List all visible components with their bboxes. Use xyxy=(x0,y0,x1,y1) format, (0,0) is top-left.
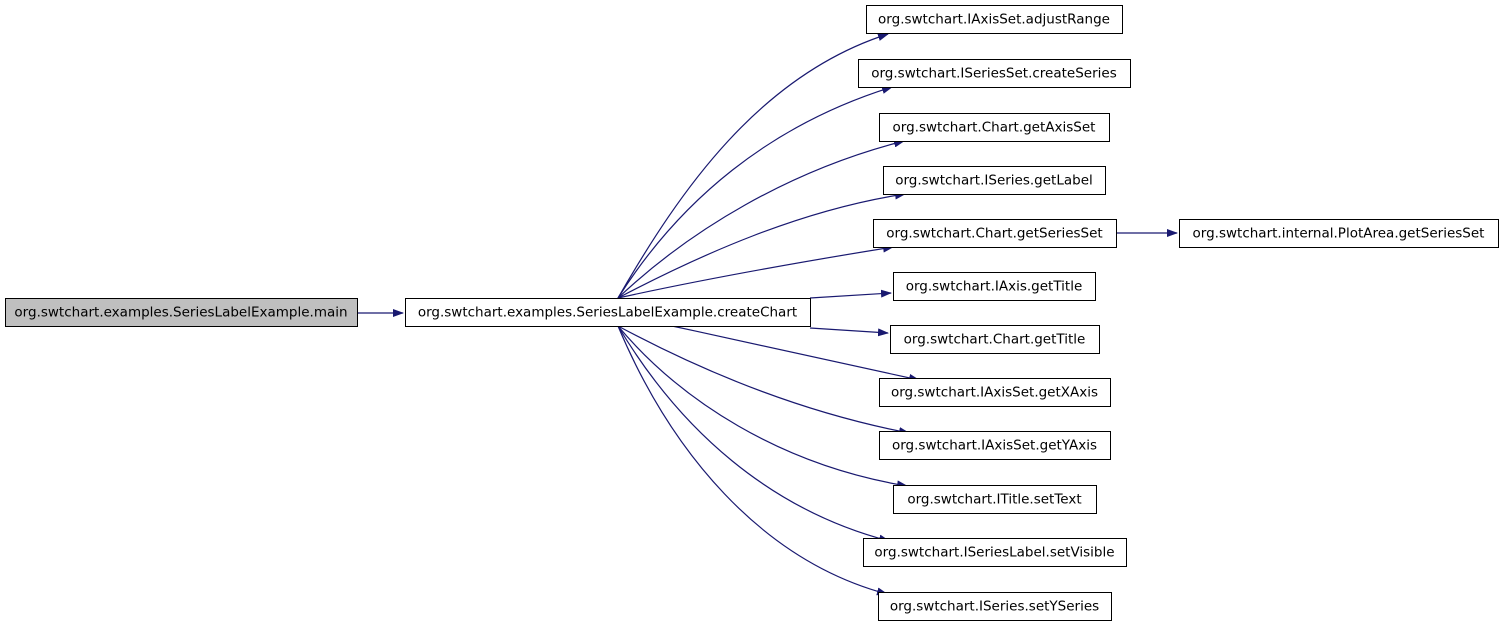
edge-create-chart-to-axis-get-title xyxy=(809,289,892,299)
node-box xyxy=(5,298,358,327)
node-box xyxy=(866,5,1123,34)
edge-create-chart-to-get-axis-set xyxy=(617,139,905,299)
node-adjust-range[interactable]: org.swtchart.IAxisSet.adjustRange xyxy=(866,5,1123,34)
node-label: org.swtchart.ITitle.setText xyxy=(907,492,1081,508)
node-chart-get-title[interactable]: org.swtchart.Chart.getTitle xyxy=(890,325,1100,354)
node-label: org.swtchart.examples.SeriesLabelExample… xyxy=(418,305,797,321)
node-box xyxy=(879,378,1111,407)
edge-create-chart-to-get-yaxis xyxy=(617,325,910,436)
node-box xyxy=(879,431,1111,460)
edge-create-chart-to-adjust-range xyxy=(617,33,889,299)
node-label: org.swtchart.ISeriesSet.createSeries xyxy=(871,66,1117,82)
edge-create-chart-to-set-text xyxy=(617,325,908,489)
node-get-label[interactable]: org.swtchart.ISeries.getLabel xyxy=(883,166,1106,195)
node-box xyxy=(1179,219,1499,248)
node-create-series[interactable]: org.swtchart.ISeriesSet.createSeries xyxy=(858,59,1131,88)
node-label: org.swtchart.ISeries.setYSeries xyxy=(890,599,1099,615)
node-label: org.swtchart.Chart.getSeriesSet xyxy=(886,226,1102,242)
edge-create-chart-to-get-xaxis xyxy=(671,325,920,382)
node-label: org.swtchart.IAxisSet.adjustRange xyxy=(878,12,1110,28)
node-box xyxy=(893,272,1096,301)
node-box xyxy=(893,485,1097,514)
node-label: org.swtchart.Chart.getAxisSet xyxy=(893,120,1096,136)
node-set-yseries[interactable]: org.swtchart.ISeries.setYSeries xyxy=(878,592,1112,621)
node-get-yaxis[interactable]: org.swtchart.IAxisSet.getYAxis xyxy=(879,431,1111,460)
node-box xyxy=(405,298,811,327)
nodes: org.swtchart.examples.SeriesLabelExample… xyxy=(5,5,1499,621)
node-plot-get-series-set[interactable]: org.swtchart.internal.PlotArea.getSeries… xyxy=(1179,219,1499,248)
node-get-series-set[interactable]: org.swtchart.Chart.getSeriesSet xyxy=(873,219,1117,248)
node-box xyxy=(883,166,1106,195)
node-label: org.swtchart.ISeries.getLabel xyxy=(895,173,1093,189)
node-label: org.swtchart.ISeriesLabel.setVisible xyxy=(874,545,1114,561)
edge-create-chart-to-set-yseries xyxy=(617,325,888,596)
edge-create-chart-to-get-series-set xyxy=(617,244,894,299)
node-label: org.swtchart.internal.PlotArea.getSeries… xyxy=(1193,226,1485,242)
node-label: org.swtchart.Chart.getTitle xyxy=(904,332,1086,348)
node-box xyxy=(863,538,1127,567)
node-set-visible[interactable]: org.swtchart.ISeriesLabel.setVisible xyxy=(863,538,1127,567)
edge-create-chart-to-create-series xyxy=(617,86,893,299)
node-box xyxy=(890,325,1100,354)
node-set-text[interactable]: org.swtchart.ITitle.setText xyxy=(893,485,1097,514)
node-label: org.swtchart.IAxisSet.getXAxis xyxy=(891,385,1098,401)
node-box xyxy=(879,113,1110,142)
edge-create-chart-to-set-visible xyxy=(617,325,890,543)
node-box xyxy=(858,59,1131,88)
edges xyxy=(357,33,1178,596)
node-get-axis-set[interactable]: org.swtchart.Chart.getAxisSet xyxy=(879,113,1110,142)
node-create-chart[interactable]: org.swtchart.examples.SeriesLabelExample… xyxy=(405,298,811,327)
node-label: org.swtchart.IAxisSet.getYAxis xyxy=(892,438,1097,454)
node-label: org.swtchart.IAxis.getTitle xyxy=(906,279,1083,295)
edge-create-chart-to-get-label xyxy=(617,191,906,299)
node-label: org.swtchart.examples.SeriesLabelExample… xyxy=(14,305,347,321)
edge-create-chart-to-chart-get-title xyxy=(809,327,889,337)
node-main[interactable]: org.swtchart.examples.SeriesLabelExample… xyxy=(5,298,358,327)
node-box xyxy=(878,592,1112,621)
node-get-xaxis[interactable]: org.swtchart.IAxisSet.getXAxis xyxy=(879,378,1111,407)
node-axis-get-title[interactable]: org.swtchart.IAxis.getTitle xyxy=(893,272,1096,301)
node-box xyxy=(873,219,1117,248)
